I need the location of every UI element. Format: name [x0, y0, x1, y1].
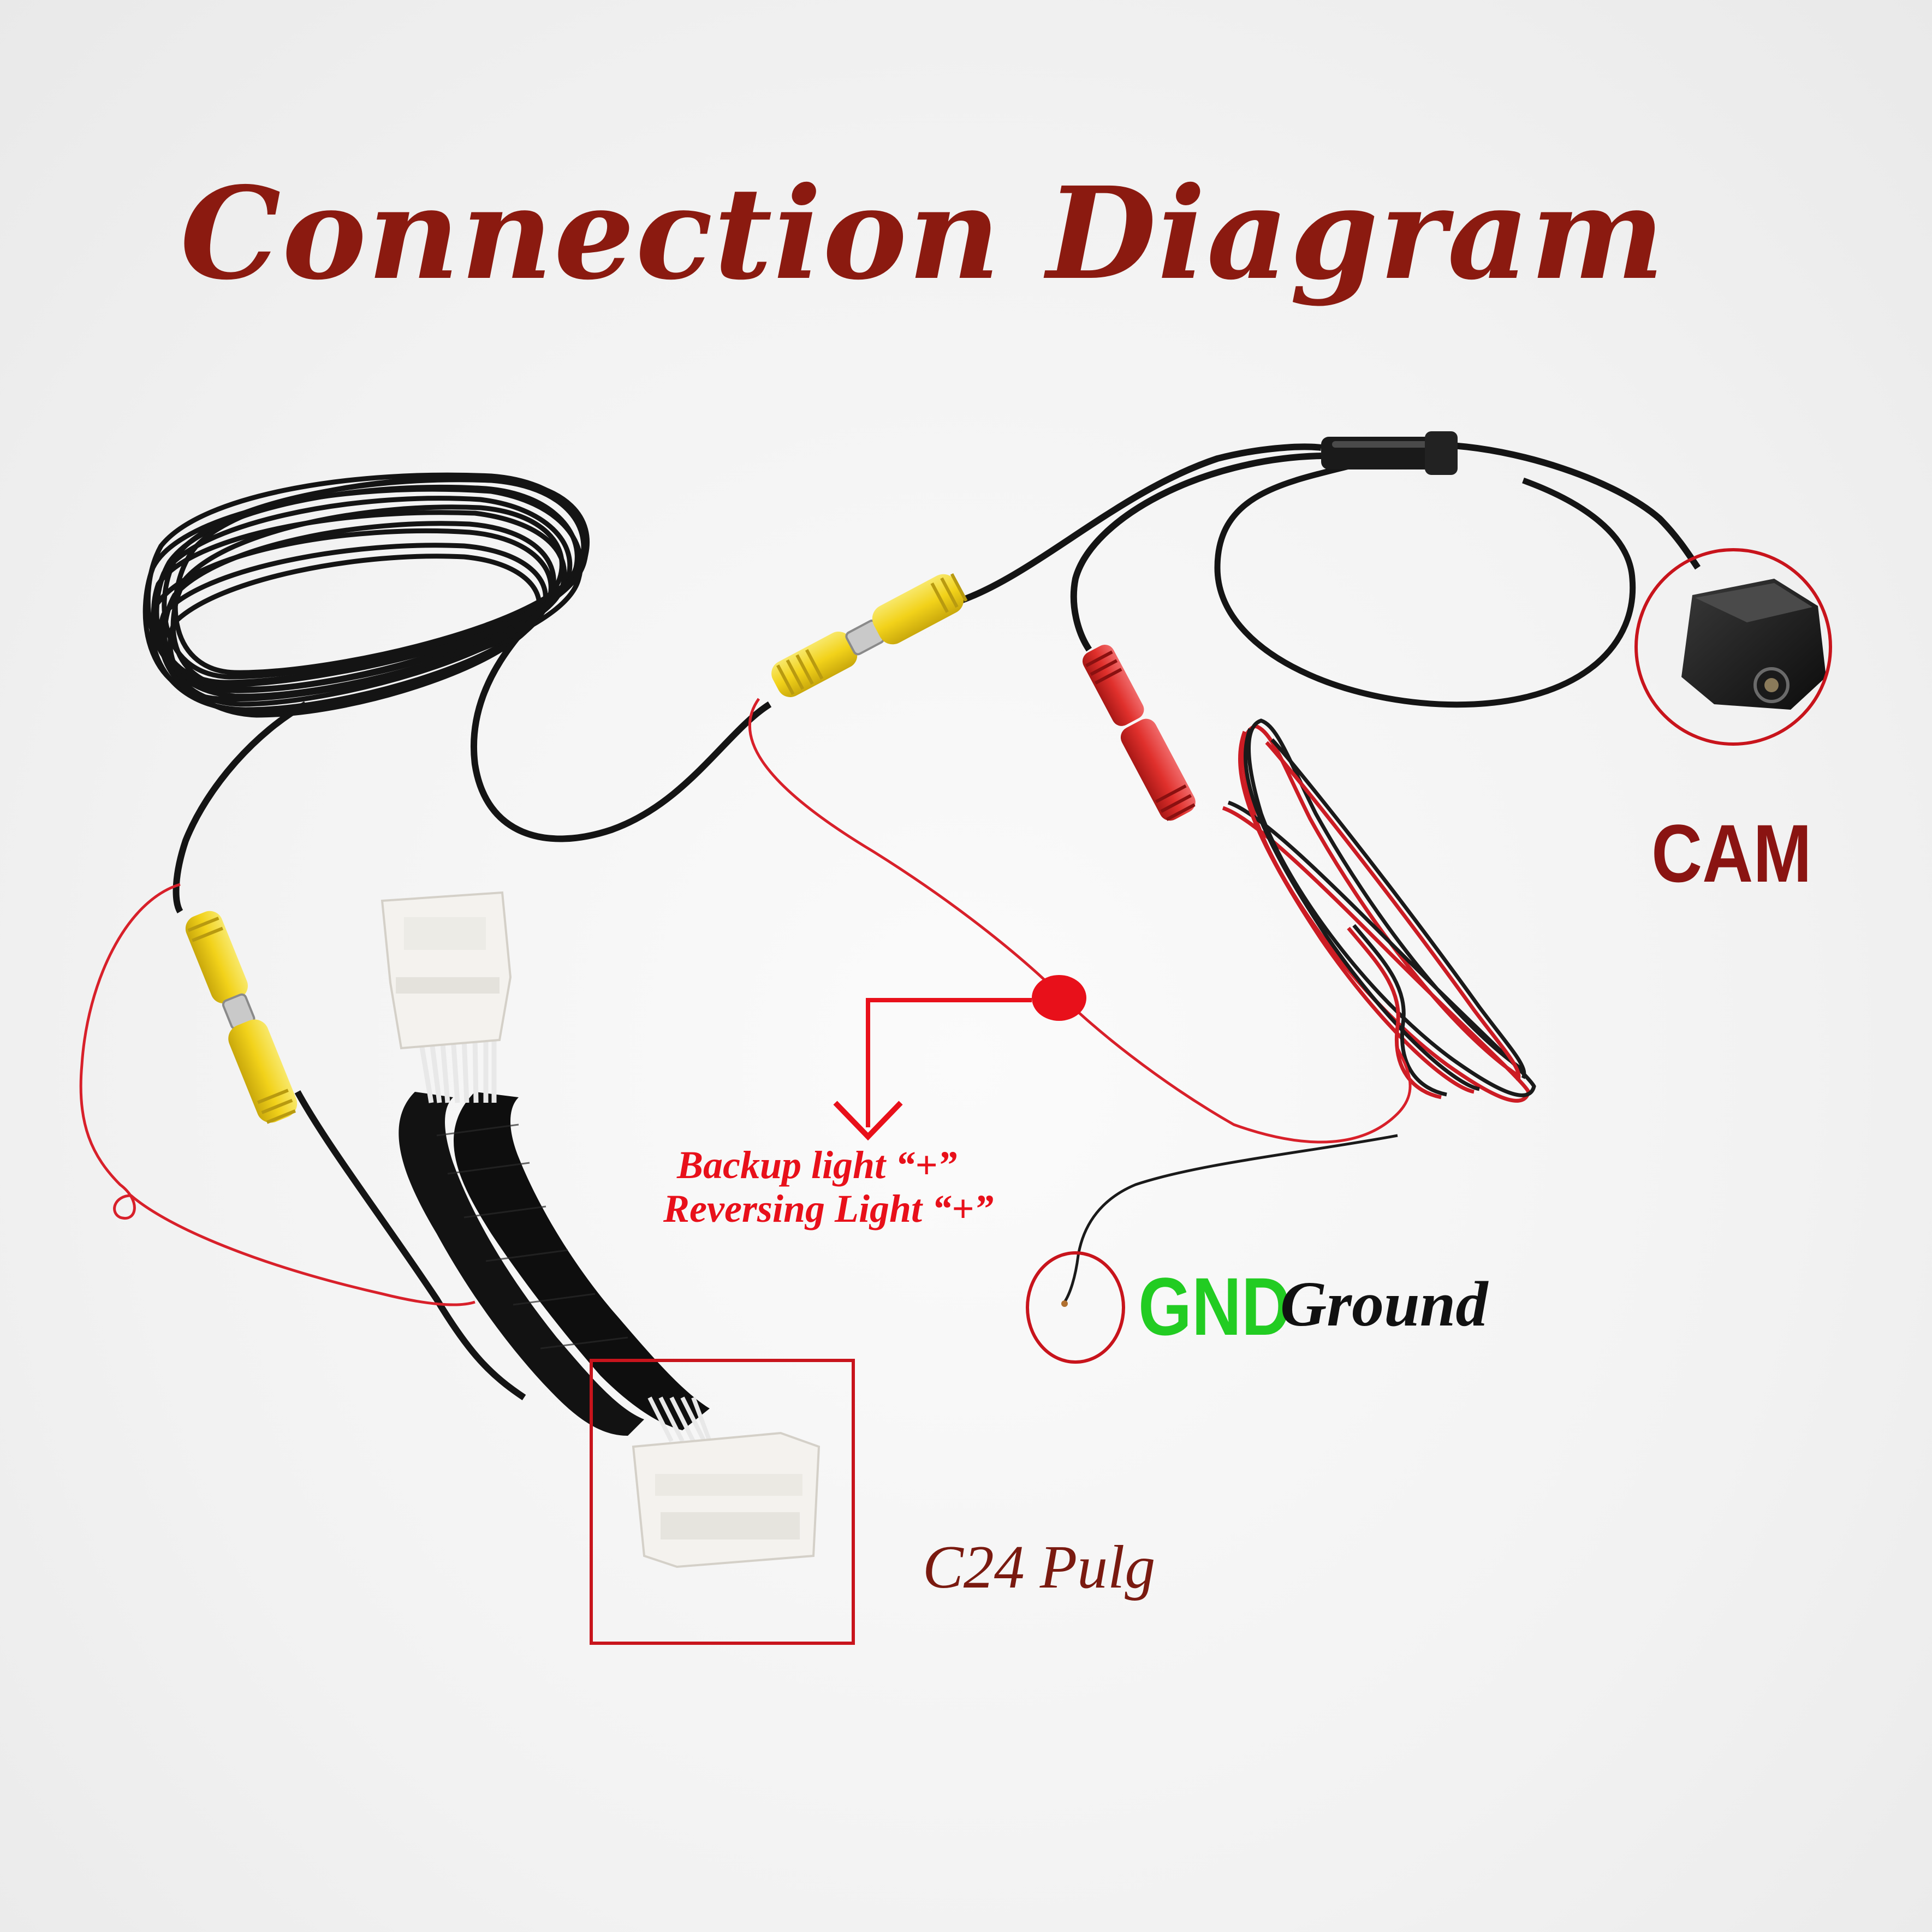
arrow-line [866, 998, 1032, 1127]
camera-cable [1441, 442, 1701, 570]
video-cable-left [173, 701, 307, 914]
ground-wire [1063, 1134, 1398, 1303]
page-title: Connection Diagram [180, 159, 1666, 308]
power-loop-cable [1070, 453, 1322, 652]
rear-camera [1681, 579, 1826, 710]
backup-light-label: Backup light “+” [677, 1143, 958, 1187]
video-cable-coil-to-middle [471, 576, 772, 842]
coiled-cable [142, 472, 590, 718]
ground-label: Ground [1280, 1268, 1488, 1340]
video-cable-middle-to-splitter [959, 443, 1322, 604]
cable-splitter [1321, 431, 1458, 475]
left-red-wire [79, 883, 475, 1306]
split-point-marker [1032, 975, 1086, 1021]
rca-connector-middle [771, 573, 968, 697]
camera-label: CAM [1651, 807, 1812, 899]
rca-connector-left [185, 911, 298, 1124]
plug-highlight-box [590, 1359, 855, 1645]
ground-wire-tip [1061, 1300, 1068, 1307]
trigger-wire [748, 698, 1412, 1144]
wire-harness [381, 891, 821, 1568]
video-cable-to-harness [294, 1090, 526, 1400]
power-connector [1082, 644, 1196, 821]
camera-highlight-circle [1634, 548, 1832, 746]
reversing-light-label: Reversing Light “+” [663, 1187, 994, 1230]
gnd-label: GND [1138, 1261, 1291, 1352]
plug-label: C24 Pulg [923, 1533, 1156, 1601]
power-wire-coil [1222, 718, 1536, 1103]
ground-highlight-circle [1026, 1251, 1125, 1364]
down-arrow-icon [833, 1101, 903, 1141]
camera-loop-cable [1214, 450, 1636, 708]
